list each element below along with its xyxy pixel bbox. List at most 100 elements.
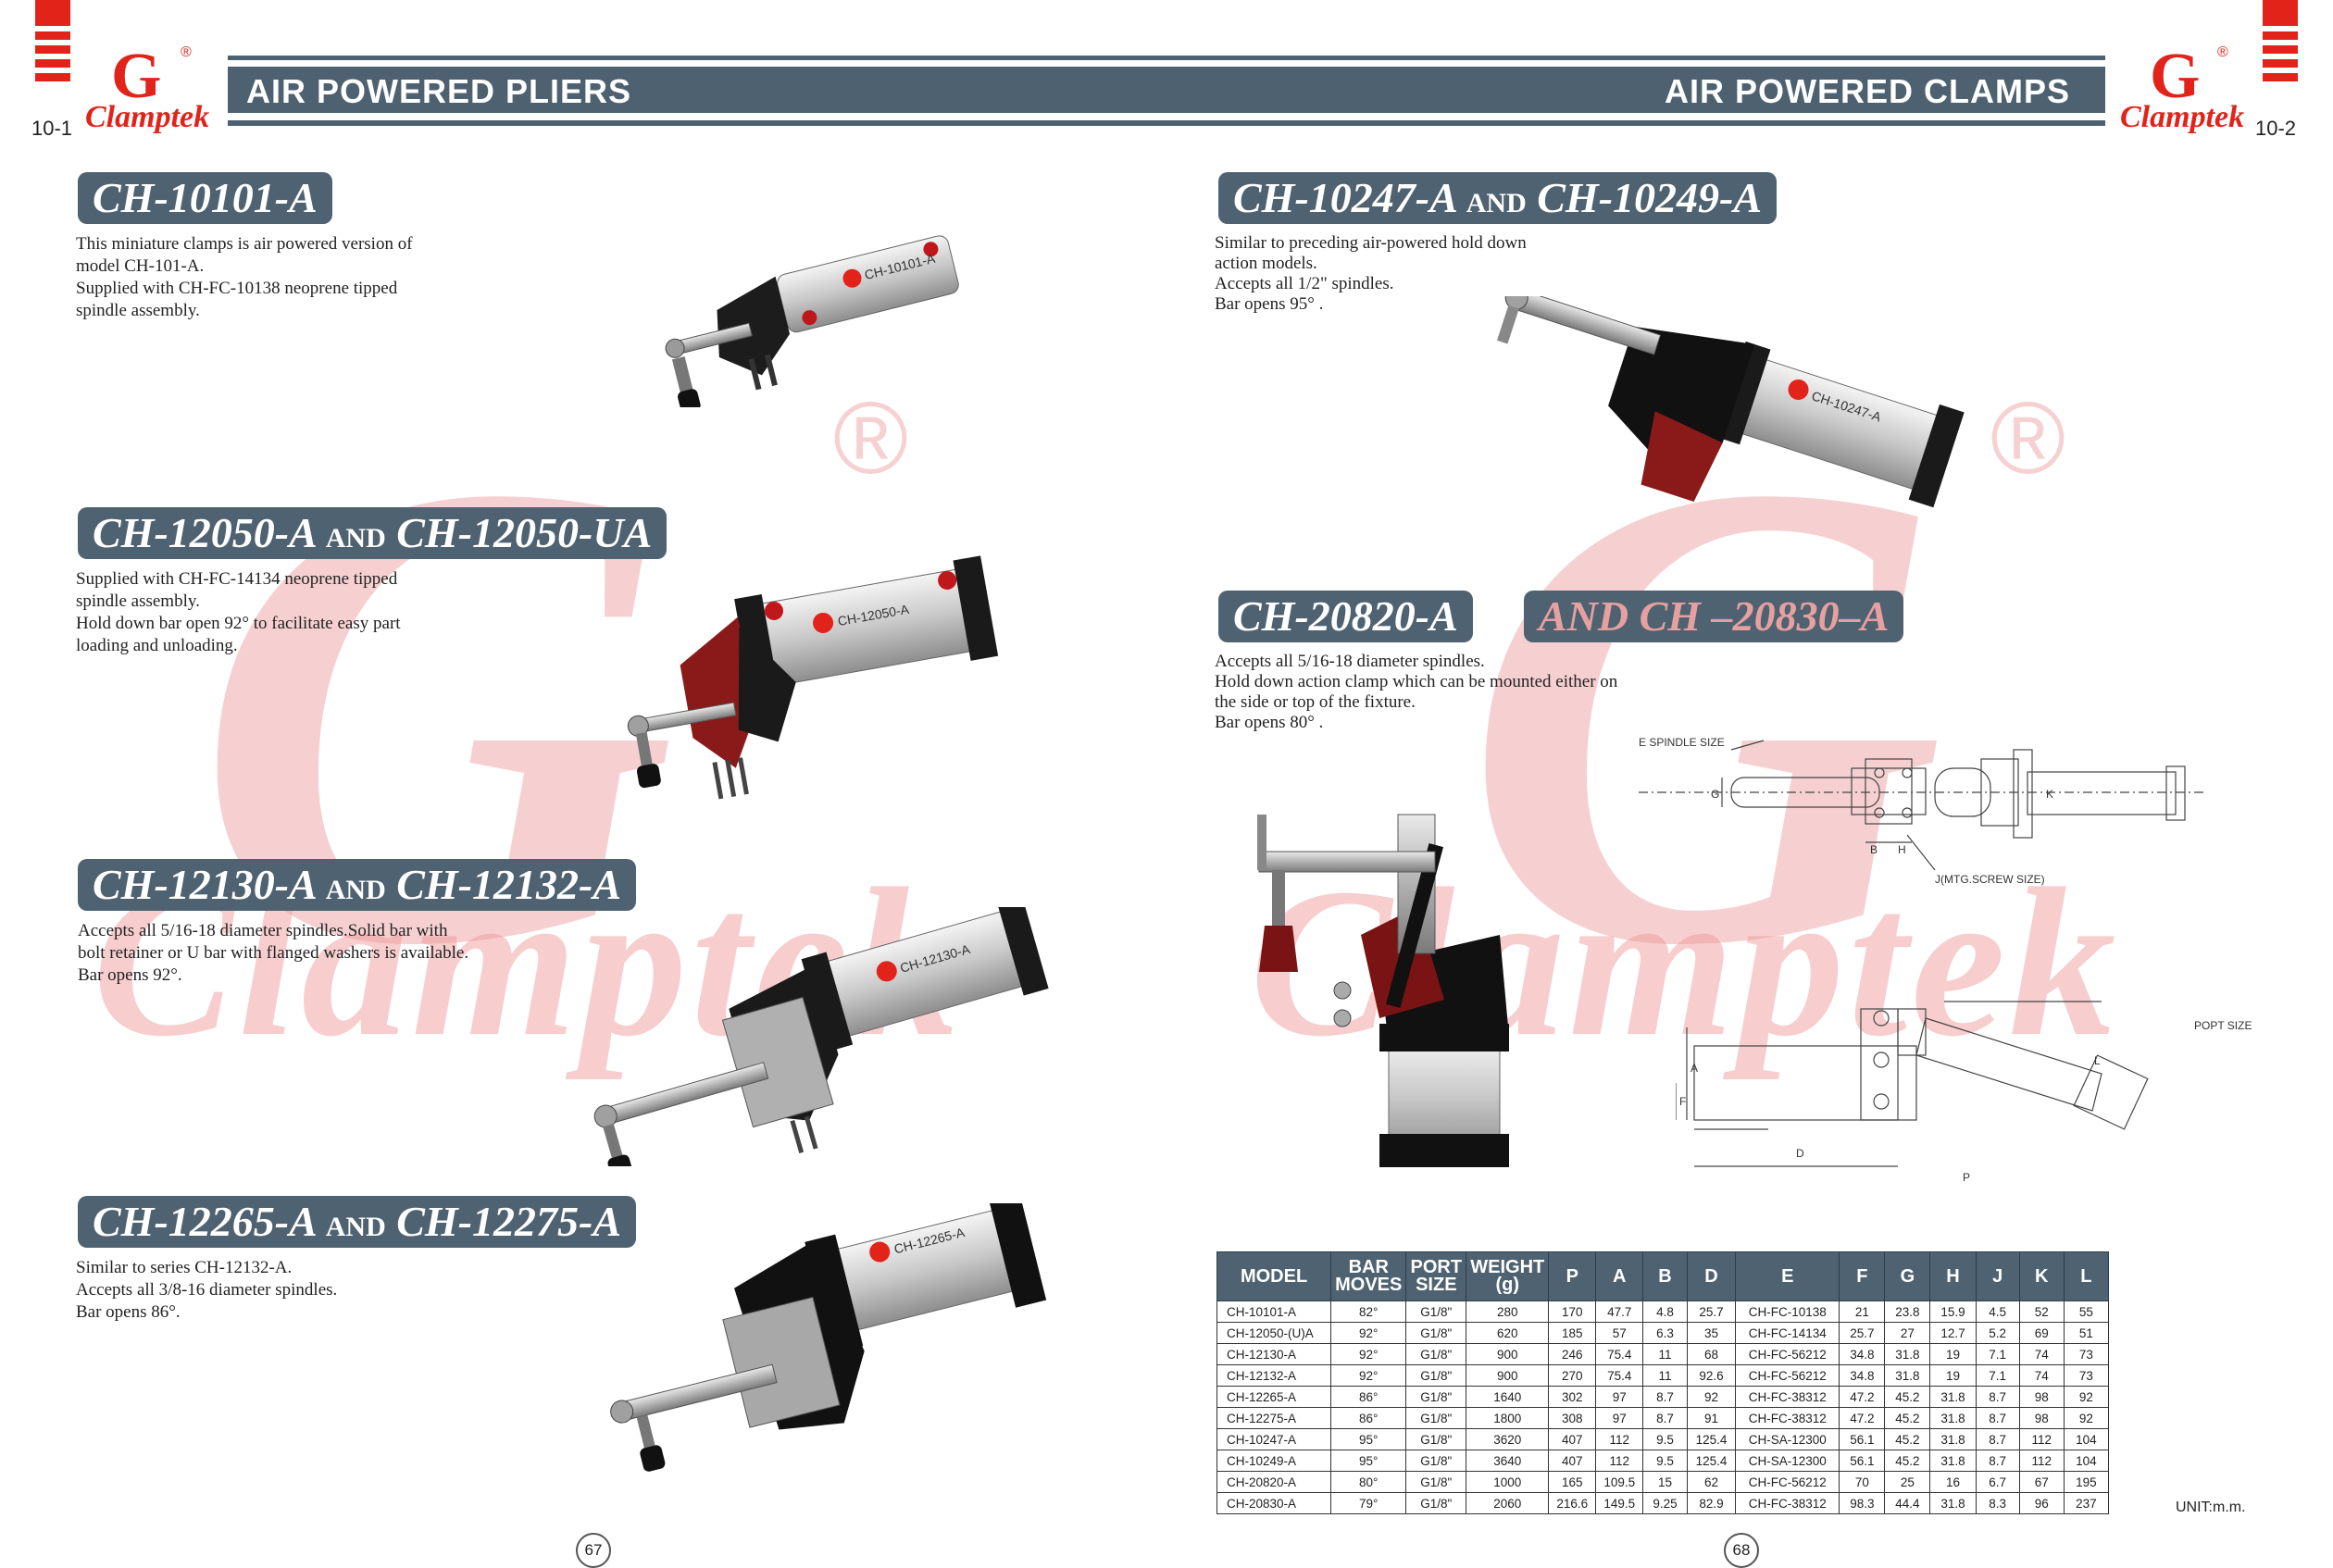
model-label-ch-12130-a: CH-12130-A AND CH-12132-A [78, 859, 637, 911]
table-cell: CH-FC-38312 [1735, 1407, 1840, 1429]
table-cell: 7.1 [1975, 1364, 2020, 1387]
table-cell: G1/8" [1405, 1471, 1467, 1493]
table-cell: 8.7 [1642, 1386, 1688, 1408]
table-cell: 185 [1548, 1322, 1597, 1344]
table-cell: 69 [2018, 1322, 2065, 1344]
table-cell: 21 [1839, 1300, 1886, 1323]
table-cell: CH-FC-56212 [1735, 1471, 1840, 1493]
col-j: J [1975, 1251, 2020, 1301]
description-ch-10101-a: This miniature clamps is air powered ver… [76, 234, 413, 320]
table-cell: 308 [1548, 1407, 1597, 1429]
table-cell: 104 [2063, 1450, 2110, 1472]
table-cell: 125.4 [1686, 1428, 1737, 1450]
table-cell: CH-FC-38312 [1735, 1386, 1840, 1408]
table-cell: CH-10247-A [1216, 1428, 1332, 1450]
table-cell: 4.8 [1642, 1300, 1688, 1323]
table-cell: CH-12132-A [1216, 1364, 1332, 1387]
table-cell: 8.7 [1975, 1428, 2020, 1450]
table-cell: 45.2 [1884, 1428, 1931, 1450]
table-cell: 45.2 [1884, 1386, 1931, 1408]
description-ch-12265-a: Similar to series CH-12132-A. Accepts al… [76, 1258, 338, 1322]
table-cell: 3640 [1466, 1450, 1550, 1472]
table-cell: 149.5 [1595, 1492, 1644, 1514]
table-cell: 79° [1330, 1492, 1407, 1514]
col-f: F [1839, 1251, 1886, 1301]
table-cell: CH-FC-14134 [1735, 1322, 1840, 1344]
col-port-size: PORT SIZE [1405, 1251, 1467, 1301]
table-cell: 8.7 [1975, 1450, 2020, 1472]
table-cell: G1/8" [1405, 1386, 1467, 1408]
table-cell: 92 [2063, 1407, 2110, 1429]
table-cell: 407 [1548, 1428, 1597, 1450]
label-l: L [2094, 1054, 2101, 1067]
table-cell: 92° [1330, 1322, 1407, 1344]
registered-mark-right: ® [2217, 44, 2228, 60]
description-ch-12130-a: Accepts all 5/16-18 diameter spindles.So… [78, 921, 469, 985]
table-cell: 216.6 [1548, 1492, 1597, 1514]
table-cell: CH-FC-56212 [1735, 1343, 1840, 1365]
table-cell: 86° [1330, 1386, 1407, 1408]
table-cell: CH-12050-(U)A [1216, 1322, 1332, 1344]
brand-logo-left: G [111, 41, 162, 112]
table-cell: 73 [2063, 1343, 2110, 1365]
label-p: P [1963, 1171, 1970, 1184]
table-cell: 25.7 [1686, 1300, 1737, 1323]
table-cell: 82° [1330, 1300, 1407, 1323]
label-e-spindle-size: E SPINDLE SIZE [1639, 736, 1725, 749]
table-cell: G1/8" [1405, 1428, 1467, 1450]
right-red-stripes [2263, 0, 2298, 87]
table-cell: 31.8 [1929, 1428, 1977, 1450]
table-cell: 44.4 [1884, 1492, 1931, 1514]
watermark-registered-right: ® [1990, 381, 2066, 495]
table-cell: 31.8 [1884, 1364, 1931, 1387]
table-cell: 51 [2063, 1322, 2110, 1344]
table-cell: 45.2 [1884, 1450, 1931, 1472]
table-cell: 45.2 [1884, 1407, 1931, 1429]
table-cell: 92° [1330, 1343, 1407, 1365]
table-cell: 74 [2018, 1343, 2065, 1365]
table-cell: 35 [1686, 1322, 1737, 1344]
table-cell: G1/8" [1405, 1300, 1467, 1323]
product-image-ch-12265-a: CH-12265-A [610, 1203, 1047, 1472]
label-b: B [1870, 843, 1878, 856]
header-title-left: AIR POWERED PLIERS [246, 72, 632, 110]
table-cell: 109.5 [1595, 1471, 1644, 1493]
model-name-2: CH-10249-A [1537, 174, 1763, 221]
table-cell: 82.9 [1686, 1492, 1737, 1514]
table-cell: 12.7 [1929, 1322, 1977, 1344]
table-cell: 8.7 [1975, 1386, 2020, 1408]
table-cell: 70 [1839, 1471, 1886, 1493]
table-cell: G1/8" [1405, 1343, 1467, 1365]
table-cell: 4.5 [1975, 1300, 2020, 1323]
table-cell: CH-12130-A [1216, 1343, 1332, 1365]
product-image-ch-12130-a: CH-12130-A [593, 907, 1049, 1166]
table-cell: 8.7 [1642, 1407, 1688, 1429]
col-p: P [1548, 1251, 1597, 1301]
col-a: A [1595, 1251, 1644, 1301]
table-cell: CH-FC-10138 [1735, 1300, 1840, 1323]
table-cell: 56.1 [1839, 1450, 1886, 1472]
table-cell: 55 [2063, 1300, 2110, 1323]
header-title-right: AIR POWERED CLAMPS [1664, 72, 2070, 110]
table-cell: 86° [1330, 1407, 1407, 1429]
table-cell: 56.1 [1839, 1428, 1886, 1450]
table-cell: 3620 [1466, 1428, 1550, 1450]
brand-name-right: Clamptek [2120, 100, 2245, 134]
dimension-drawing-top: E SPINDLE SIZE G B H K J(MTG.SCREW SIZE) [1639, 736, 2203, 886]
brand-logo-right: G [2150, 41, 2201, 112]
table-cell: 15 [1642, 1471, 1688, 1493]
table-cell: 112 [2018, 1428, 2065, 1450]
table-cell: 270 [1548, 1364, 1597, 1387]
table-cell: 112 [2018, 1450, 2065, 1472]
label-d: D [1796, 1147, 1804, 1160]
table-cell: CH-SA-12300 [1735, 1428, 1840, 1450]
table-cell: 8.3 [1975, 1492, 2020, 1514]
table-cell: 75.4 [1595, 1364, 1644, 1387]
table-cell: CH-20820-A [1216, 1471, 1332, 1493]
col-l: L [2063, 1251, 2110, 1301]
